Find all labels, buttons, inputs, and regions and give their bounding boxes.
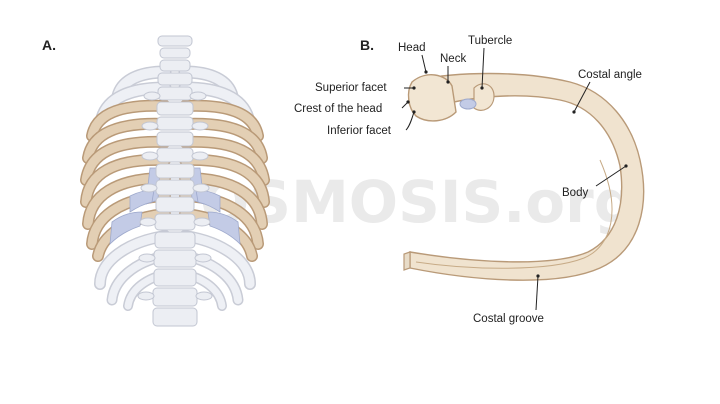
leader-tubercle <box>481 47 485 89</box>
leader-tubercle-dot <box>480 86 484 90</box>
transverse-processes <box>137 91 213 301</box>
label-inferior-facet: Inferior facet <box>327 125 392 137</box>
leader-crest-dot <box>406 100 410 104</box>
watermark: OSMOSIS.org <box>200 168 635 236</box>
leader-body <box>595 165 627 187</box>
labels: Head Neck Tubercle Superior facet Crest … <box>294 35 642 325</box>
leader-body-dot <box>624 164 628 168</box>
leader-costal-groove <box>535 275 539 311</box>
vertebral-column <box>152 35 198 327</box>
leader-costal-groove-dot <box>536 274 540 278</box>
label-crest-of-head: Crest of the head <box>294 103 382 115</box>
rib-cage-illustration <box>80 35 270 327</box>
leader-head <box>421 54 427 73</box>
leader-neck-dot <box>446 80 450 84</box>
leader-head-dot <box>424 70 428 74</box>
leader-inferior-facet-dot <box>412 110 416 114</box>
label-body: Body <box>562 187 588 199</box>
tubercle-facet <box>459 98 477 110</box>
label-head: Head <box>398 42 426 54</box>
label-superior-facet: Superior facet <box>315 82 387 94</box>
rib-head <box>407 74 457 122</box>
panel-b-label: B. <box>360 37 374 53</box>
leader-costal-angle <box>573 81 591 113</box>
panel-a-label: A. <box>42 37 56 53</box>
label-costal-groove: Costal groove <box>473 313 544 325</box>
costal-cartilage <box>109 167 241 246</box>
leader-inferior-facet <box>405 111 415 131</box>
label-neck: Neck <box>440 53 466 65</box>
leader-superior-facet-dot <box>412 86 416 90</box>
single-rib-illustration <box>403 72 645 281</box>
label-tubercle: Tubercle <box>468 35 512 47</box>
label-costal-angle: Costal angle <box>578 69 642 81</box>
costal-groove-line <box>415 159 613 269</box>
rib-anterior-end <box>403 251 411 271</box>
leader-costal-angle-dot <box>572 110 576 114</box>
rib-tubercle <box>473 83 495 111</box>
highlighted-ribs <box>80 99 270 262</box>
